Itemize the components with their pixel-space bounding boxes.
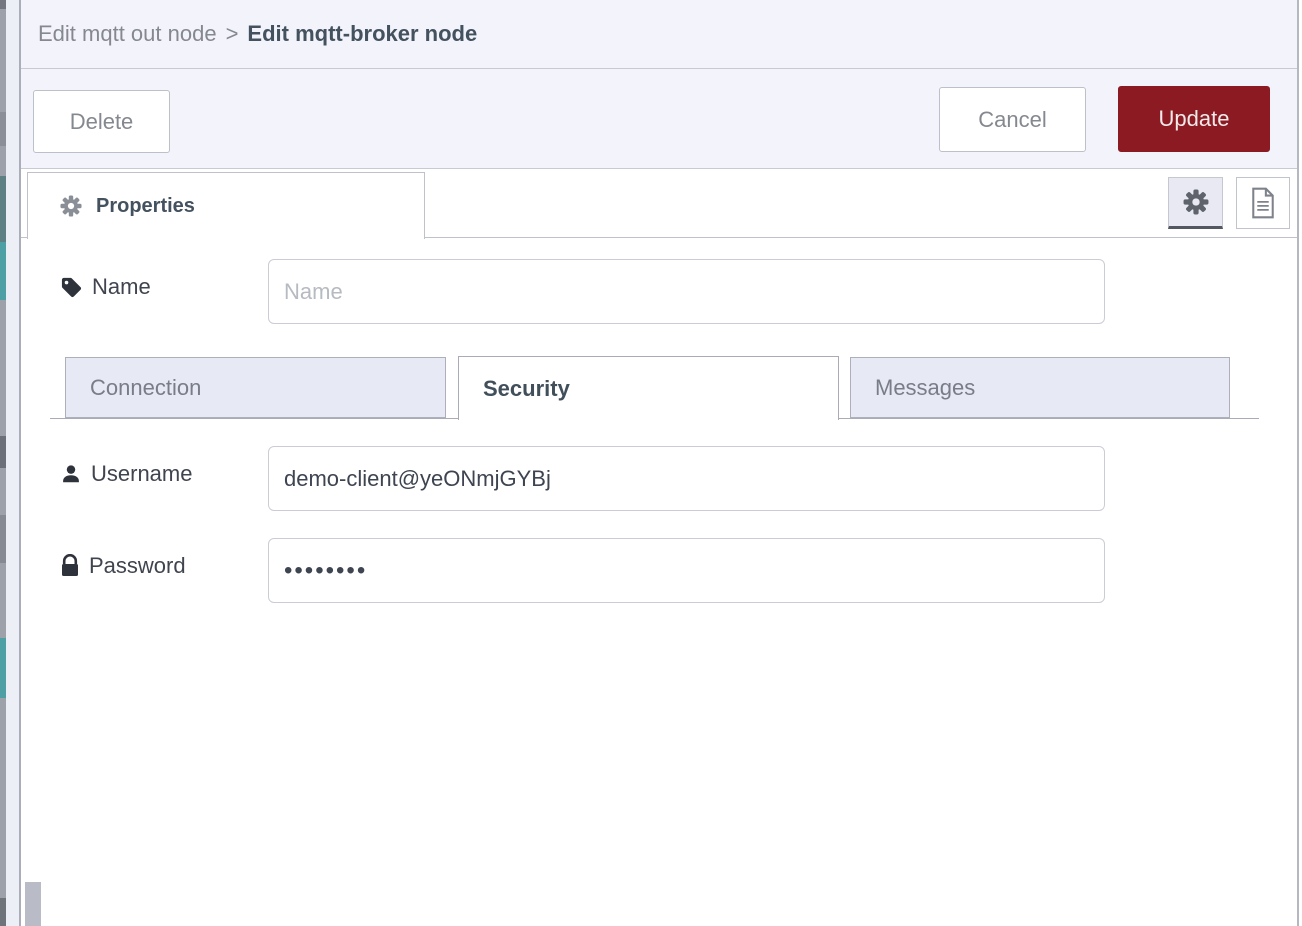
name-label: Name: [60, 274, 151, 300]
lock-icon: [60, 554, 80, 578]
workspace-fragment: [0, 176, 6, 242]
tab-security[interactable]: Security: [458, 356, 839, 420]
edit-node-dialog: Edit mqtt out node > Edit mqtt-broker no…: [19, 0, 1299, 926]
tab-properties[interactable]: Properties: [27, 172, 425, 239]
password-label-text: Password: [89, 553, 186, 578]
workspace-fragment: [0, 515, 6, 563]
cancel-button[interactable]: Cancel: [939, 87, 1086, 152]
update-button[interactable]: Update: [1118, 86, 1270, 152]
name-label-text: Name: [92, 274, 151, 299]
workspace-fragment: [0, 242, 6, 300]
workspace-edge-strip: [0, 0, 6, 926]
workspace-fragment: [0, 638, 6, 698]
tray-gutter: [6, 0, 19, 926]
tab-messages[interactable]: Messages: [850, 357, 1230, 418]
tab-security-label: Security: [483, 375, 570, 401]
node-properties-button[interactable]: [1168, 177, 1223, 229]
gear-icon: [1183, 189, 1209, 215]
username-input[interactable]: [268, 446, 1105, 511]
password-input[interactable]: [268, 538, 1105, 603]
tab-connection-label: Connection: [90, 374, 202, 400]
breadcrumb: Edit mqtt out node > Edit mqtt-broker no…: [21, 0, 1297, 69]
broker-config-tabs: Connection Security Messages: [50, 356, 1259, 420]
node-description-button[interactable]: [1236, 177, 1290, 229]
name-input[interactable]: [268, 259, 1105, 324]
gear-icon: [60, 195, 82, 217]
username-label-text: Username: [91, 461, 193, 486]
scrollbar-thumb[interactable]: [25, 882, 41, 926]
tab-properties-label: Properties: [96, 194, 195, 217]
workspace-fragment: [0, 436, 6, 468]
editor-tab-bar: Properties: [21, 169, 1297, 239]
username-label: Username: [60, 461, 192, 487]
workspace-fragment: [0, 898, 6, 926]
user-icon: [60, 463, 82, 485]
dialog-body: Name Connection Security Messages: [21, 238, 1297, 926]
document-icon: [1249, 187, 1277, 219]
breadcrumb-current: Edit mqtt-broker node: [247, 21, 478, 46]
breadcrumb-separator: >: [225, 21, 239, 46]
tab-connection[interactable]: Connection: [65, 357, 446, 418]
breadcrumb-parent[interactable]: Edit mqtt out node: [38, 21, 217, 46]
password-label: Password: [60, 553, 186, 579]
workspace-fragment: [0, 0, 6, 9]
dialog-toolbar: Delete Cancel Update: [21, 69, 1297, 169]
workspace-fragment: [0, 112, 6, 146]
tag-icon: [60, 276, 83, 299]
delete-button[interactable]: Delete: [33, 90, 170, 153]
tab-messages-label: Messages: [875, 374, 976, 400]
